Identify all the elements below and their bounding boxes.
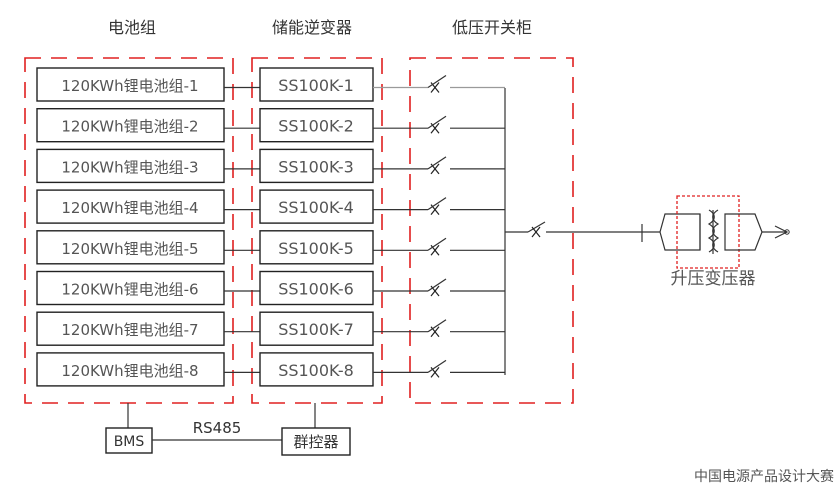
main-breaker-x-icon	[531, 226, 541, 238]
bms-box	[105, 427, 153, 454]
inverter-label: SS100K-1	[278, 76, 354, 95]
controller-label: 群控器	[293, 433, 338, 451]
battery-box	[36, 352, 225, 387]
breaker-x-icon	[430, 204, 440, 215]
breaker-x-icon	[430, 244, 440, 256]
battery-box	[36, 67, 225, 102]
breaker-blade	[427, 278, 447, 292]
breaker-x-icon	[430, 285, 440, 297]
breaker-x-icon	[430, 326, 440, 338]
breaker-x-icon	[430, 367, 440, 378]
breaker-x-icon	[430, 163, 440, 175]
inverter-box	[259, 67, 374, 102]
battery-box	[36, 148, 225, 184]
breaker-blade	[427, 115, 447, 129]
inverter-label: SS100K-7	[278, 320, 354, 339]
controller-box	[281, 427, 351, 456]
battery-header: 电池组	[108, 18, 156, 37]
breaker-blade	[427, 197, 447, 211]
battery-label: 120KWh锂电池组-8	[61, 362, 198, 380]
battery-label: 120KWh锂电池组-2	[61, 118, 198, 136]
battery-enclosure	[24, 57, 234, 404]
inverter-label: SS100K-2	[278, 117, 354, 136]
battery-label: 120KWh锂电池组-4	[61, 199, 198, 217]
breaker-blade	[427, 359, 447, 373]
inverter-box	[259, 311, 374, 346]
battery-box	[36, 270, 225, 306]
inverter-box	[259, 270, 374, 306]
breaker-blade	[427, 75, 447, 88]
rows-group: 120KWh锂电池组-1 SS100K-1 120KWh锂电池组-2 SS100K-2…	[36, 67, 505, 387]
inverter-enclosure	[251, 57, 383, 404]
bms-label: BMS	[114, 434, 145, 450]
battery-label: 120KWh锂电池组-5	[61, 240, 198, 258]
switchgear-enclosure	[409, 57, 574, 404]
main-breaker-blade	[527, 221, 546, 233]
inverter-label: SS100K-6	[278, 280, 354, 299]
inverter-box	[259, 352, 374, 387]
breaker-x-icon	[430, 82, 440, 93]
inverter-label: SS100K-5	[278, 239, 354, 258]
transformer-label: 升压变压器	[671, 269, 756, 289]
inverter-box	[259, 230, 374, 265]
battery-label: 120KWh锂电池组-6	[61, 281, 198, 299]
battery-label: 120KWh锂电池组-7	[61, 321, 198, 339]
inverter-box	[259, 107, 374, 143]
inverter-box	[259, 189, 374, 224]
inverter-box	[259, 148, 374, 184]
battery-label: 120KWh锂电池组-3	[61, 158, 198, 176]
battery-box	[36, 107, 225, 143]
inverter-label: SS100K-3	[278, 157, 354, 176]
battery-label: 120KWh锂电池组-1	[61, 77, 198, 95]
inverter-header: 储能逆变器	[272, 18, 352, 37]
breaker-blade	[427, 156, 447, 170]
battery-box	[36, 189, 225, 224]
switchgear-header: 低压开关柜	[452, 18, 532, 37]
battery-box	[36, 311, 225, 346]
transformer-symbol	[641, 195, 790, 269]
breaker-blade	[427, 319, 447, 333]
breaker-x-icon	[430, 122, 440, 134]
inverter-label: SS100K-8	[278, 361, 354, 380]
battery-box	[36, 230, 225, 265]
inverter-label: SS100K-4	[278, 198, 354, 217]
watermark-text: 中国电源产品设计大赛	[694, 469, 834, 485]
rs485-label: RS485	[193, 419, 242, 437]
breaker-blade	[427, 237, 447, 251]
